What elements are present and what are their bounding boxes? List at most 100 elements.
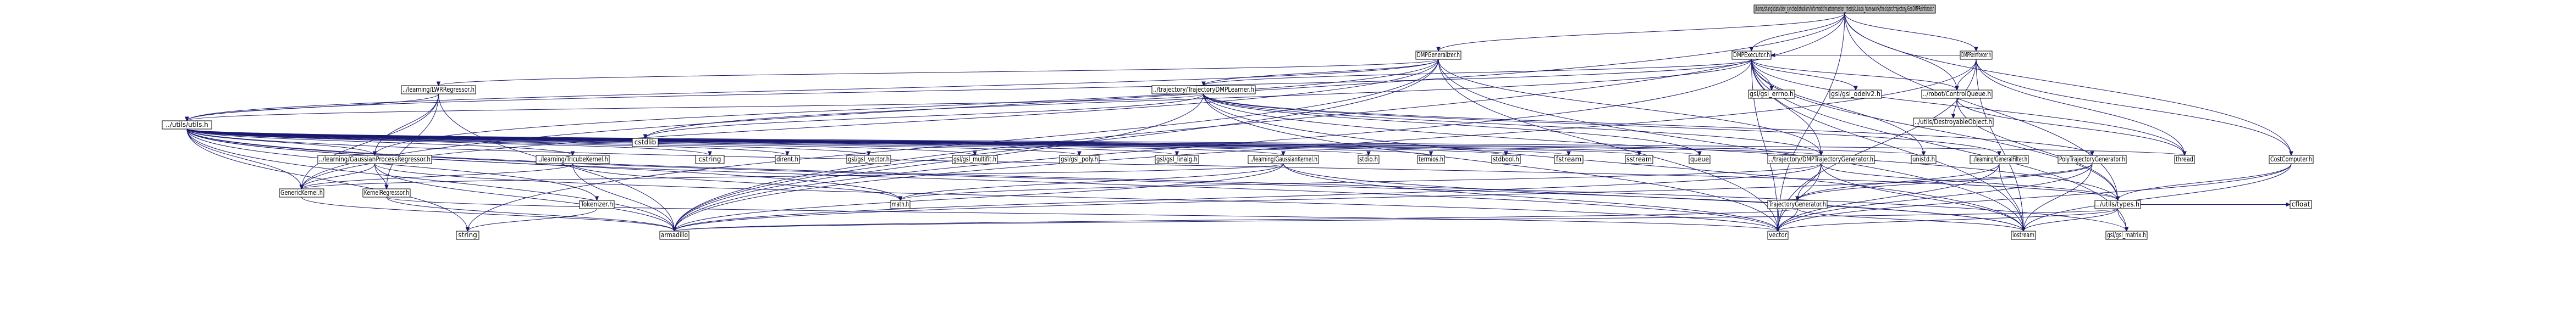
node-sstream[interactable]: sstream (1625, 155, 1653, 164)
node-string[interactable]: string (456, 231, 479, 240)
dependency-nodes: /home/shangl/data/dev_synched/studium/in… (162, 4, 2314, 240)
node-label-generickernel: GenericKernel.h (280, 189, 323, 197)
node-genfilter[interactable]: ../learning/GeneralFilter.h (1970, 155, 2029, 164)
include-edge-dmpreinforcer-to-dmpexecutor (1770, 53, 1960, 58)
node-vector[interactable]: vector (1767, 231, 1789, 240)
include-edge-utilstypes-to-gslmatrix (2117, 208, 2129, 232)
node-label-dmpexecutor: DMPExecutor.h (1733, 51, 1770, 59)
node-label-tdmplearner: ../trajectory/TrajectoryDMPLearner.h (1153, 86, 1254, 93)
node-gslerrno[interactable]: gsl/gsl_errno.h (1748, 89, 1795, 99)
node-box-utilstypes (2094, 200, 2141, 209)
node-utilstypes[interactable]: ../utils/types.h (2094, 200, 2141, 209)
node-box-unistd (1911, 155, 1937, 164)
node-box-gslmultifit (952, 155, 998, 164)
node-box-cfloat (2290, 200, 2312, 209)
node-termios[interactable]: termios.h (1417, 155, 1445, 164)
node-label-dmpreinforcer: DMPReinforcer.h (1961, 51, 1991, 59)
node-box-genfilter (1970, 155, 2029, 164)
node-gslmatrix[interactable]: gsl/gsl_matrix.h (2105, 231, 2148, 240)
node-label-stdbool: stdbool.h (1493, 155, 1519, 163)
node-generickernel[interactable]: GenericKernel.h (279, 188, 324, 198)
node-box-gslvector (846, 155, 891, 164)
include-edge-tricubekernel-to-generickernel (299, 163, 573, 190)
node-gslmultifit[interactable]: gsl/gsl_multifit.h (952, 155, 998, 164)
include-edge-tdmplearner-to-genfilter (1203, 93, 2001, 156)
node-dmpexecutor[interactable]: DMPExecutor.h (1731, 51, 1772, 60)
include-edge-genfilter-to-vector (1775, 163, 2000, 232)
node-lwrregressor[interactable]: ../learning/LWRRegressor.h (401, 85, 476, 94)
node-polytraj[interactable]: PolyTrajectoryGenerator.h (2058, 155, 2127, 164)
node-cfloat[interactable]: cfloat (2290, 200, 2312, 209)
node-box-queue (1689, 155, 1711, 164)
node-box-gslodeiv2 (1829, 89, 1882, 99)
node-tdmplearner[interactable]: ../trajectory/TrajectoryDMPLearner.h (1151, 85, 1256, 94)
node-label-gslmultifit: gsl/gsl_multifit.h (953, 155, 996, 163)
node-label-dirent: dirent.h (776, 155, 798, 163)
node-label-destroyable: ../utils/DestroyableObject.h (1915, 118, 1992, 126)
include-edge-root-to-armadillo (672, 13, 1845, 232)
node-label-genfilter: ../learning/GeneralFilter.h (1971, 155, 2027, 163)
node-box-vector (1767, 231, 1789, 240)
node-unistd[interactable]: unistd.h (1911, 155, 1937, 164)
node-label-gslpoly: gsl/gsl_poly.h (1061, 155, 1098, 163)
include-edge-root-to-costcomputer (1844, 13, 2293, 156)
node-box-kernelregressor (362, 188, 411, 198)
node-gpr[interactable]: ../learning/GaussianProcessRegressor.h (317, 155, 432, 164)
node-tokenizer[interactable]: Tokenizer.h (579, 200, 615, 209)
node-stdio[interactable]: stdio.h (1358, 155, 1380, 164)
include-edge-utilstypes-to-vector (1775, 208, 2118, 232)
include-edge-root-to-dmpreinforcer (1844, 13, 1978, 52)
node-box-gslmatrix (2105, 231, 2148, 240)
node-gsllinalg[interactable]: gsl/gsl_linalg.h (1155, 155, 1199, 164)
include-edge-dmpexecutor-to-gslodeiv2 (1751, 59, 1858, 91)
node-gslvector[interactable]: gsl/gsl_vector.h (846, 155, 891, 164)
node-tricubekernel[interactable]: ../learning/TricubeKernel.h (536, 155, 610, 164)
node-queue[interactable]: queue (1689, 155, 1711, 164)
include-edge-tdmplearner-to-polytraj (1203, 93, 2094, 156)
node-label-gsllinalg: gsl/gsl_linalg.h (1156, 155, 1198, 163)
node-cstdlib[interactable]: cstdlib (632, 138, 659, 147)
include-edge-gausskernel-to-generickernel (299, 163, 1284, 190)
node-box-dmpreinforcer (1960, 51, 1993, 60)
node-robotcontrolqueue[interactable]: ../robot/ControlQueue.h (1921, 89, 1993, 99)
node-box-root (1753, 4, 1936, 14)
include-edge-utils-to-unistd (186, 128, 1926, 156)
node-box-iostream (2011, 231, 2036, 240)
node-dmpgeneralizer[interactable]: DMPGeneralizer.h (1415, 51, 1461, 60)
node-gausskernel[interactable]: ../learning/GaussianKernel.h (1248, 155, 1319, 164)
node-cstring[interactable]: cstring (695, 155, 725, 164)
node-iostream[interactable]: iostream (2011, 231, 2036, 240)
include-edge-kernelregressor-to-armadillo (386, 197, 677, 232)
node-label-lwrregressor: ../learning/LWRRegressor.h (402, 86, 475, 93)
node-box-utils (162, 120, 212, 130)
node-utils[interactable]: ../utils/utils.h (162, 120, 212, 130)
node-thread[interactable]: thread (2174, 155, 2195, 164)
node-label-vector: vector (1769, 231, 1787, 239)
node-destroyable[interactable]: ../utils/DestroyableObject.h (1913, 117, 1994, 127)
node-stdbool[interactable]: stdbool.h (1491, 155, 1521, 164)
node-kernelregressor[interactable]: KernelRegressor.h (362, 188, 411, 198)
include-edge-tdmplearner-to-cstdlib (643, 93, 1204, 139)
node-label-sstream: sstream (1626, 155, 1652, 163)
node-box-tricubekernel (536, 155, 610, 164)
node-costcomputer[interactable]: CostComputer.h (2269, 155, 2314, 164)
node-label-math: math.h (892, 200, 909, 208)
node-label-gausskernel: ../learning/GaussianKernel.h (1249, 155, 1317, 163)
node-math[interactable]: math.h (890, 200, 911, 209)
node-trajgen[interactable]: TrajectoryGenerator.h (1767, 200, 1828, 209)
node-label-cstring: cstring (698, 155, 721, 163)
node-box-robotcontrolqueue (1921, 89, 1993, 99)
include-edge-utils-to-cstring (186, 128, 712, 156)
include-edge-costcomputer-to-utilstypes (2115, 163, 2292, 202)
node-root: /home/shangl/data/dev_synched/studium/in… (1753, 4, 1936, 14)
node-gslpoly[interactable]: gsl/gsl_poly.h (1059, 155, 1100, 164)
node-tdmpgen[interactable]: ../trajectory/DMPTrajectoryGenerator.h (1767, 155, 1875, 164)
node-label-utils: ../utils/utils.h (166, 121, 208, 128)
node-dmpreinforcer[interactable]: DMPReinforcer.h (1960, 51, 1993, 60)
node-dirent[interactable]: dirent.h (775, 155, 800, 164)
node-armadillo[interactable]: armadillo (659, 231, 689, 240)
node-box-cstdlib (632, 138, 659, 147)
node-gslodeiv2[interactable]: gsl/gsl_odeiv2.h (1829, 89, 1882, 99)
node-fstream[interactable]: fstream (1554, 155, 1584, 164)
